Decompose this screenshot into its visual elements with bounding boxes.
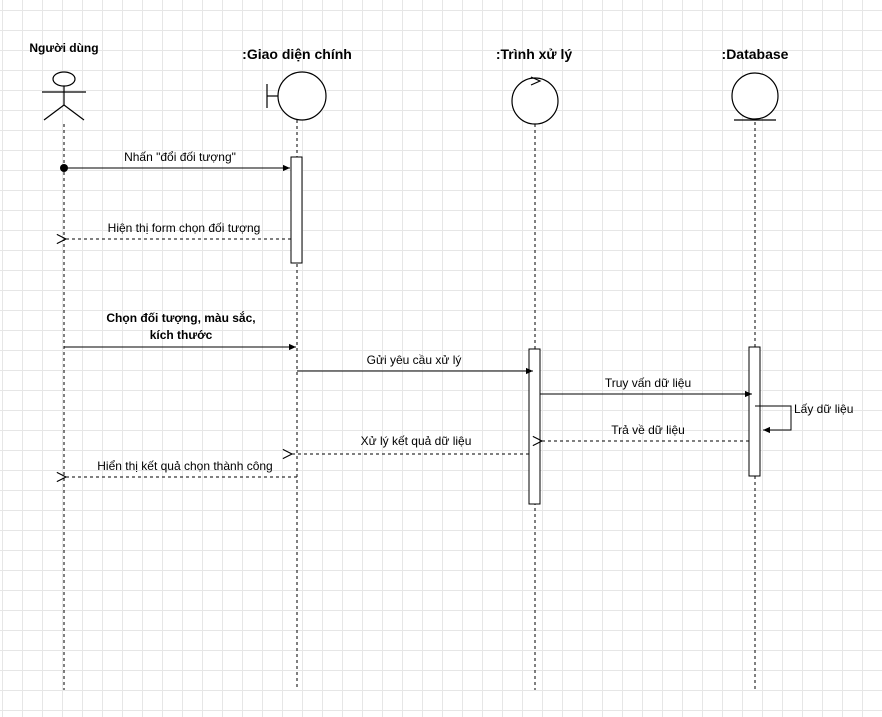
message-8-label: Xử lý kết quả dữ liệu	[361, 434, 472, 448]
participant-database[interactable]: :Database	[722, 46, 789, 690]
message-2-label: Hiện thị form chọn đối tượng	[108, 221, 261, 235]
entity-icon	[731, 72, 779, 121]
message-2[interactable]: Hiện thị form chọn đối tượng	[66, 221, 291, 239]
message-3[interactable]: Chọn đối tượng, màu sắc, kích thước	[64, 310, 296, 351]
actor-icon	[42, 71, 86, 121]
message-4[interactable]: Gửi yêu cầu xử lý	[297, 353, 533, 375]
message-1[interactable]: Nhấn "đổi đối tượng"	[60, 150, 290, 172]
message-9-label: Hiển thị kết quả chọn thành công	[97, 459, 272, 473]
participant-user[interactable]: Người dùng	[29, 41, 99, 690]
activation-controller	[528, 348, 541, 505]
message-9[interactable]: Hiển thị kết quả chọn thành công	[66, 459, 297, 477]
activation-database	[748, 346, 761, 477]
control-icon	[511, 76, 559, 125]
message-6-label: Lấy dữ liệu	[794, 402, 853, 416]
participant-ui-label: :Giao diện chính	[242, 46, 352, 62]
participant-controller[interactable]: :Trình xử lý	[496, 46, 572, 690]
participant-database-label: :Database	[722, 46, 789, 62]
message-6[interactable]: Lấy dữ liệu	[755, 402, 853, 434]
message-3-label-line1: Chọn đối tượng, màu sắc,	[106, 310, 255, 325]
message-5-label: Truy vấn dữ liệu	[605, 376, 691, 390]
message-5[interactable]: Truy vấn dữ liệu	[540, 376, 752, 398]
message-8[interactable]: Xử lý kết quả dữ liệu	[292, 434, 529, 454]
message-7-label: Trả về dữ liệu	[611, 423, 685, 437]
message-4-label: Gửi yêu cầu xử lý	[367, 353, 462, 367]
message-7[interactable]: Trả về dữ liệu	[542, 423, 749, 441]
boundary-icon	[266, 71, 327, 121]
participant-user-label: Người dùng	[29, 41, 98, 55]
participant-controller-label: :Trình xử lý	[496, 46, 572, 62]
message-1-label: Nhấn "đổi đối tượng"	[124, 150, 236, 164]
message-3-label-line2: kích thước	[150, 328, 213, 342]
participant-ui[interactable]: :Giao diện chính	[242, 46, 352, 690]
activation-ui	[290, 156, 303, 264]
